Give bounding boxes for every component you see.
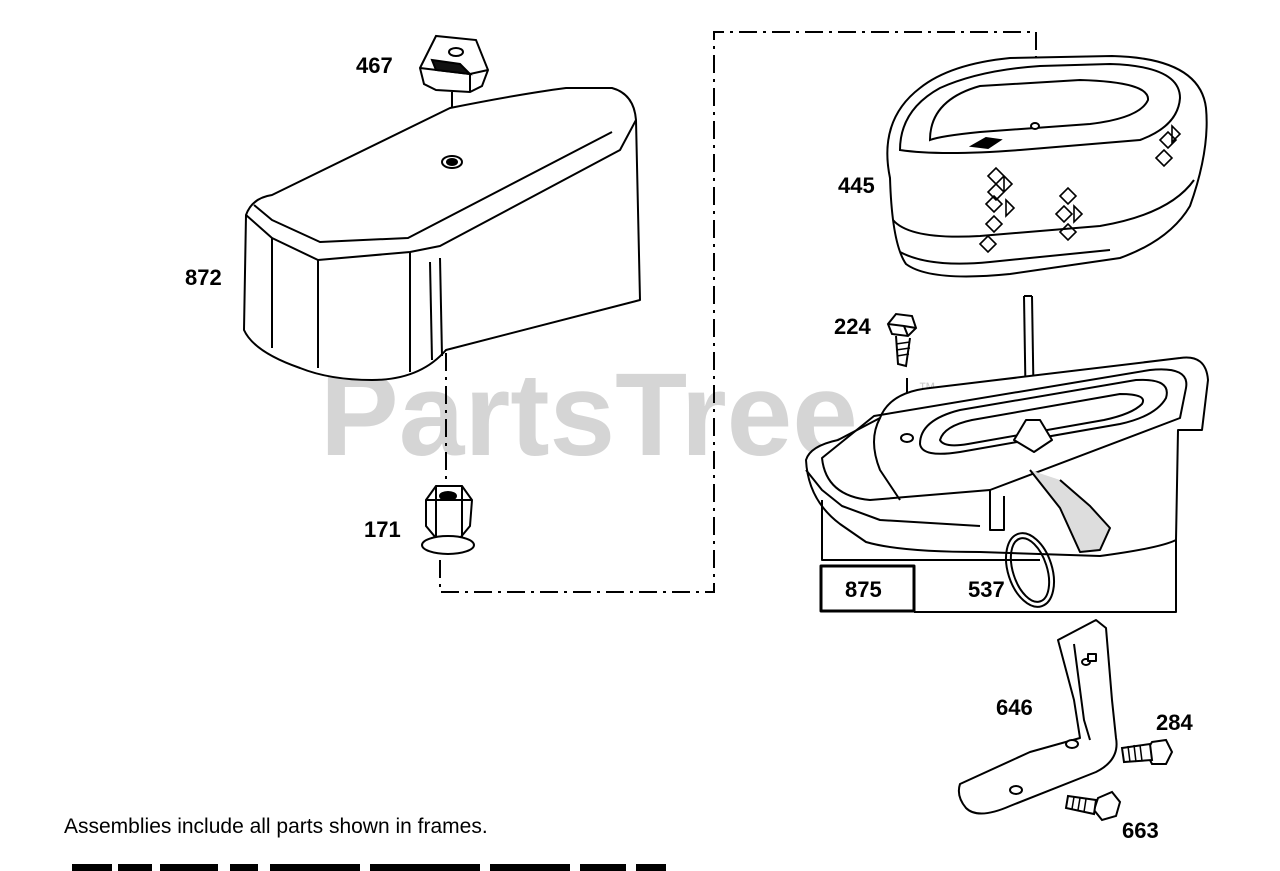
filter-445[interactable] — [886, 54, 1208, 278]
bracket-646[interactable] — [957, 619, 1118, 815]
screw-663[interactable] — [1064, 790, 1122, 822]
label-646: 646 — [996, 695, 1033, 720]
label-445: 445 — [838, 173, 875, 198]
gasket-537[interactable] — [997, 527, 1062, 613]
label-284: 284 — [1156, 710, 1193, 735]
cut-off-title-strip — [72, 864, 666, 871]
assembly-note: Assemblies include all parts shown in fr… — [64, 815, 488, 838]
label-171: 171 — [364, 517, 401, 542]
knob-467[interactable] — [418, 34, 490, 94]
label-537: 537 — [968, 577, 1005, 602]
label-224: 224 — [834, 314, 871, 339]
label-872: 872 — [185, 265, 222, 290]
bolt-224[interactable] — [886, 312, 918, 368]
screw-284[interactable] — [1120, 738, 1174, 765]
label-467: 467 — [356, 53, 393, 78]
label-663: 663 — [1122, 818, 1159, 843]
base-875[interactable] — [805, 295, 1209, 613]
label-875: 875 — [845, 577, 882, 602]
grommet-171[interactable] — [421, 485, 475, 555]
cover-872[interactable] — [243, 87, 641, 381]
frame-label-box-875 — [819, 564, 916, 613]
